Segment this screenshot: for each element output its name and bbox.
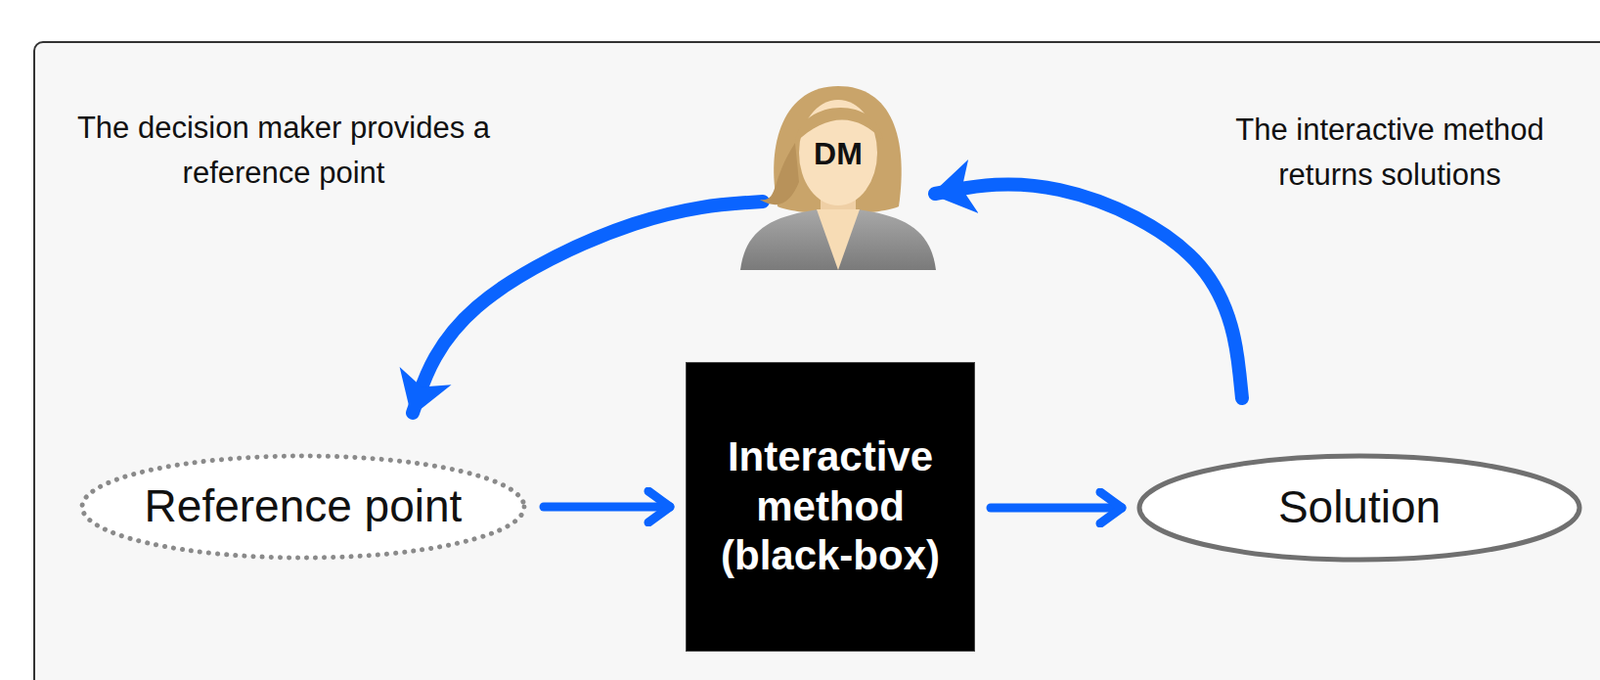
edge-label: The interactive method returns solutions [1189, 107, 1591, 198]
solution-ellipse: Solution [1135, 451, 1584, 564]
node-label: Reference point [144, 479, 463, 534]
solid-outline [1139, 455, 1580, 560]
edge-label: The decision maker provides a reference … [58, 105, 509, 196]
straight-arrow [990, 503, 1122, 513]
node-label: Solution [1278, 480, 1441, 534]
reference-point-ellipse: Reference point [78, 451, 529, 562]
node-label: DM [813, 134, 863, 173]
dotted-outline [82, 455, 525, 558]
curved-arrow [934, 183, 1243, 399]
person-icon [740, 86, 936, 270]
person-shape [735, 84, 941, 270]
decision-maker: DM [735, 84, 941, 270]
node-label: Interactive method (black-box) [695, 432, 966, 580]
straight-arrow [543, 502, 670, 512]
black-box-method: Interactive method (black-box) [685, 361, 976, 652]
